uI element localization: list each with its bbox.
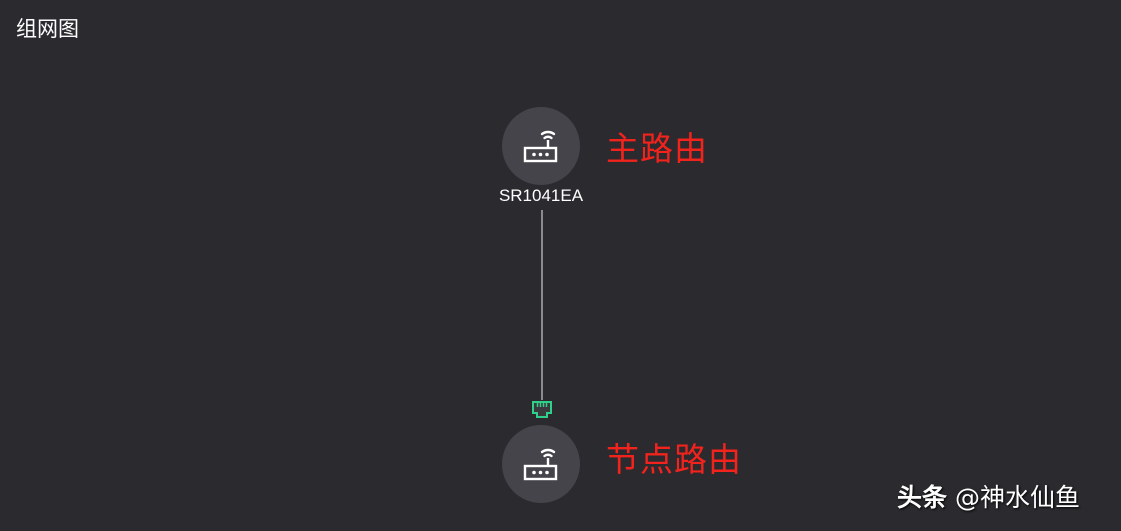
main-router-annotation: 主路由 bbox=[606, 129, 708, 168]
main-router-model: SR1041EA bbox=[498, 186, 584, 205]
router-wifi-icon bbox=[521, 444, 561, 484]
node-router-annotation: 节点路由 bbox=[606, 440, 742, 479]
main-router-node[interactable] bbox=[502, 107, 580, 185]
watermark: 头条 @神水仙鱼 bbox=[897, 482, 1080, 514]
connection-line bbox=[541, 210, 543, 400]
page-title: 组网图 bbox=[16, 17, 79, 41]
router-wifi-icon bbox=[521, 126, 561, 166]
node-router-node[interactable] bbox=[502, 425, 580, 503]
watermark-handle: @神水仙鱼 bbox=[954, 483, 1080, 512]
watermark-brand: 头条 bbox=[897, 483, 948, 512]
ethernet-port-icon bbox=[531, 400, 553, 420]
